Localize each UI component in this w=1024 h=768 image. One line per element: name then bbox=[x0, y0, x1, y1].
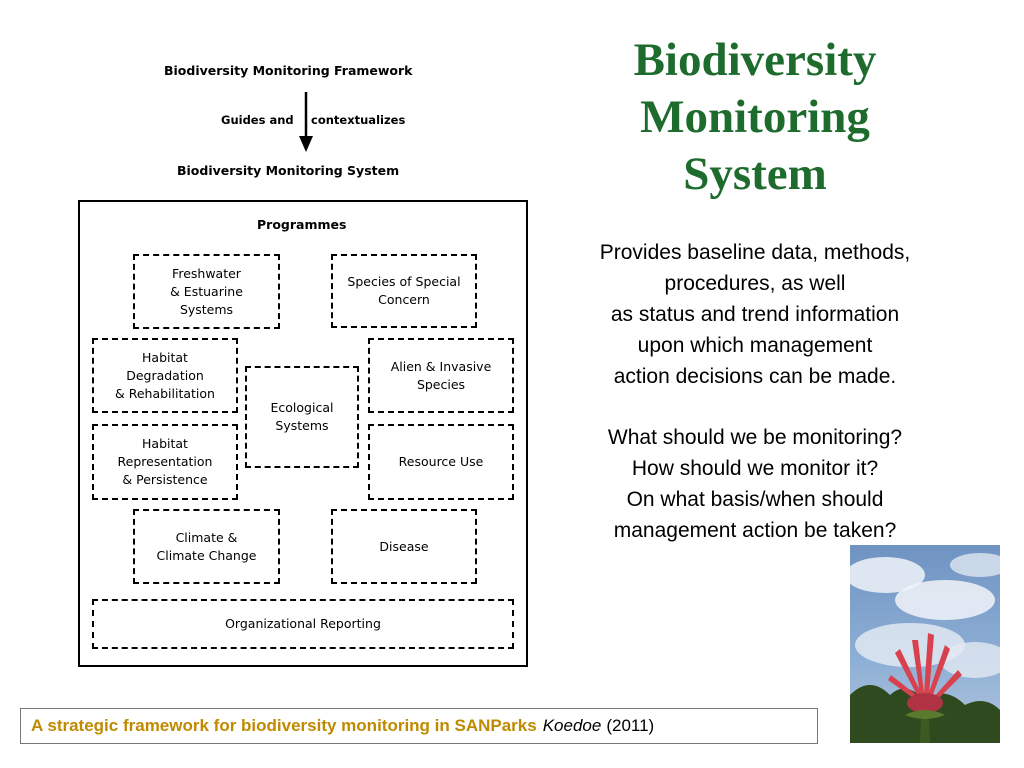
programme-habitat-representation: Habitat Representation & Persistence bbox=[92, 424, 238, 500]
down-arrow-icon bbox=[299, 92, 313, 152]
relation-label-right: contextualizes bbox=[311, 113, 406, 127]
citation-title: A strategic framework for biodiversity m… bbox=[31, 716, 537, 735]
system-label: Biodiversity Monitoring System bbox=[177, 163, 400, 178]
question-line: On what basis/when should bbox=[626, 488, 884, 511]
description-line: upon which management bbox=[637, 334, 873, 357]
title-line-3: System bbox=[683, 148, 827, 200]
programme-resource-use: Resource Use bbox=[368, 424, 514, 500]
description-line: as status and trend information bbox=[610, 303, 900, 326]
programme-ecological-systems: Ecological Systems bbox=[245, 366, 359, 468]
programme-alien-invasive: Alien & Invasive Species bbox=[368, 338, 514, 413]
programme-climate: Climate & Climate Change bbox=[133, 509, 280, 584]
programmes-heading: Programmes bbox=[257, 217, 347, 232]
title-line-2: Monitoring bbox=[640, 91, 870, 143]
programme-organizational-reporting: Organizational Reporting bbox=[92, 599, 514, 649]
protea-flower-photo bbox=[850, 545, 1000, 743]
citation-year: (2011) bbox=[606, 716, 655, 735]
programme-habitat-degradation: Habitat Degradation & Rehabilitation bbox=[92, 338, 238, 413]
question-line: management action be taken? bbox=[613, 519, 897, 542]
programme-freshwater: Freshwater & Estuarine Systems bbox=[133, 254, 280, 329]
programme-disease: Disease bbox=[331, 509, 477, 584]
description-line: action decisions can be made. bbox=[613, 365, 897, 388]
description-paragraph: Provides baseline data, methods, procedu… bbox=[545, 237, 965, 392]
programmes-frame bbox=[78, 200, 528, 667]
framework-label: Biodiversity Monitoring Framework bbox=[164, 63, 413, 78]
description-line: procedures, as well bbox=[664, 272, 846, 295]
questions-paragraph: What should we be monitoring? How should… bbox=[545, 422, 965, 546]
title-line-1: Biodiversity bbox=[633, 34, 877, 86]
description-line: Provides baseline data, methods, bbox=[599, 241, 911, 264]
programme-species-special-concern: Species of Special Concern bbox=[331, 254, 477, 328]
citation-box: A strategic framework for biodiversity m… bbox=[20, 708, 818, 744]
question-line: How should we monitor it? bbox=[631, 457, 879, 480]
citation-journal: Koedoe bbox=[542, 716, 602, 735]
question-line: What should we be monitoring? bbox=[607, 426, 903, 449]
relation-label-left: Guides and bbox=[221, 113, 294, 127]
slide-title: Biodiversity Monitoring System bbox=[590, 32, 920, 203]
